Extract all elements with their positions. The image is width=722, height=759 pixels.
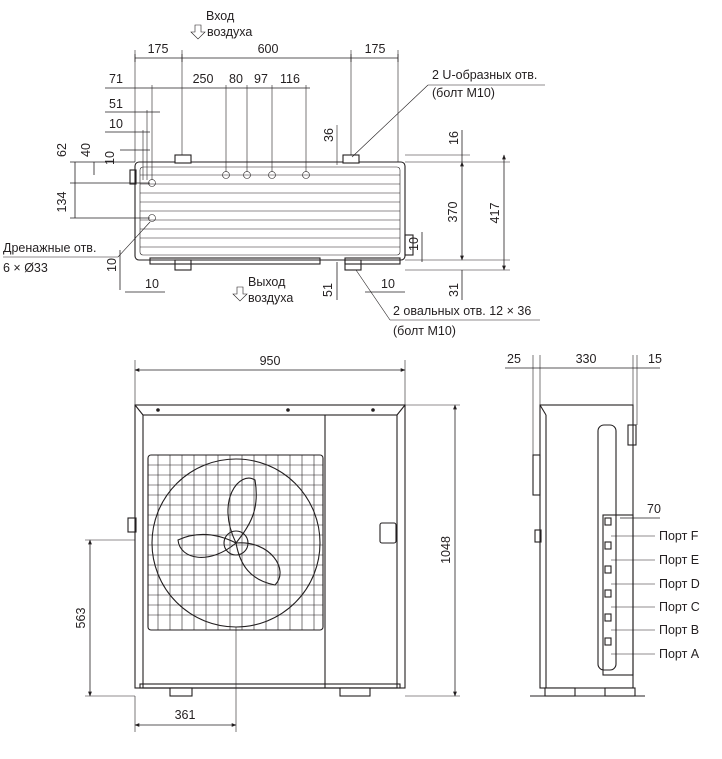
dim-10-bottom-left: 10 xyxy=(105,258,119,272)
outlet-arrow-icon xyxy=(232,286,248,302)
outlet-label-2: воздуха xyxy=(248,291,293,305)
inlet-arrow-icon xyxy=(190,24,206,40)
port-e-label: Порт E xyxy=(659,553,699,567)
dim-97: 97 xyxy=(254,72,268,86)
dim-134: 134 xyxy=(55,192,69,213)
dim-62: 62 xyxy=(55,143,69,157)
dim-36: 36 xyxy=(322,128,336,142)
dim-71: 71 xyxy=(109,72,123,86)
dim-10-left: 10 xyxy=(103,151,117,165)
dim-10-top: 10 xyxy=(109,117,123,131)
inlet-label-1: Вход xyxy=(206,9,235,23)
front-body xyxy=(134,404,406,689)
dim-417: 417 xyxy=(488,203,502,224)
dim-31: 31 xyxy=(447,283,461,297)
top-view: 175 600 175 71 250 80 97 116 51 10 10 62… xyxy=(3,9,545,338)
dim-16: 16 xyxy=(447,131,461,145)
dim-25: 25 xyxy=(507,352,521,366)
dim-10-bottom: 10 xyxy=(145,277,159,291)
port-b-label: Порт B xyxy=(659,623,699,637)
dim-10-right: 10 xyxy=(407,237,421,251)
port-a-label: Порт A xyxy=(659,647,700,661)
dim-250: 250 xyxy=(193,72,214,86)
dim-51-bottom: 51 xyxy=(321,283,335,297)
dim-370: 370 xyxy=(446,202,460,223)
dim-15: 15 xyxy=(648,352,662,366)
front-view: 950 1048 563 361 xyxy=(74,354,460,732)
outlet-label-1: Выход xyxy=(248,275,286,289)
u-holes-label-2: (болт M10) xyxy=(432,86,495,100)
oval-holes-label-2: (болт M10) xyxy=(393,324,456,338)
port-c-label: Порт C xyxy=(659,600,700,614)
top-view-body xyxy=(134,161,406,261)
dim-80: 80 xyxy=(229,72,243,86)
dim-600: 600 xyxy=(258,42,279,56)
side-body xyxy=(539,404,634,689)
side-view: 25 330 15 70 Порт F Порт E Порт D Порт C… xyxy=(505,352,700,697)
dim-10-bottom-right: 10 xyxy=(381,277,395,291)
port-d-label: Порт D xyxy=(659,577,700,591)
dim-175-left: 175 xyxy=(148,42,169,56)
dim-70: 70 xyxy=(647,502,661,516)
drain-label-1: Дренажные отв. xyxy=(3,241,96,255)
dim-563: 563 xyxy=(74,608,88,629)
dim-175-right: 175 xyxy=(365,42,386,56)
dim-950: 950 xyxy=(260,354,281,368)
dim-40: 40 xyxy=(79,143,93,157)
dim-116: 116 xyxy=(280,72,300,86)
oval-holes-label-1: 2 овальных отв. 12 × 36 xyxy=(393,304,531,318)
u-holes-label-1: 2 U-образных отв. xyxy=(432,68,537,82)
inlet-label-2: воздуха xyxy=(207,25,252,39)
dim-51-top: 51 xyxy=(109,97,123,111)
dim-361: 361 xyxy=(175,708,196,722)
dim-330: 330 xyxy=(576,352,597,366)
dim-1048: 1048 xyxy=(439,536,453,564)
drain-label-2: 6 × Ø33 xyxy=(3,261,48,275)
port-f-label: Порт F xyxy=(659,529,699,543)
